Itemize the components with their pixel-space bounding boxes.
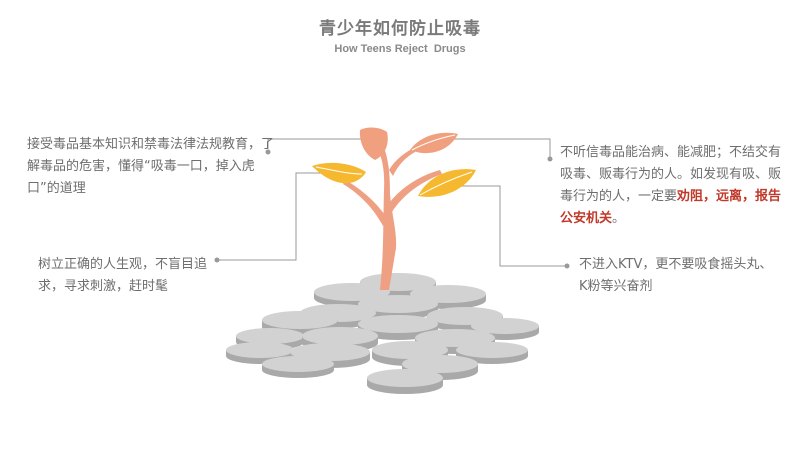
plant-branch-left — [343, 180, 388, 226]
coin-stack-back — [300, 273, 503, 331]
tip-top-left: 接受毒品基本知识和禁毒法律法规教育，了解毒品的危害，懂得“吸毒一口，掉入虎口”的… — [27, 137, 275, 196]
tip-top-right: 不听信毒品能治病、能减肥；不结交有吸毒、贩毒行为的人。如发现有吸、贩毒行为的人，… — [560, 142, 785, 230]
plant-branch-right — [388, 170, 442, 212]
plant — [312, 127, 476, 290]
page-title: 青少年如何防止吸毒 — [319, 19, 481, 39]
leaf-top-right — [410, 132, 458, 154]
tip-bottom-right: 不进入KTV，更不要吸食摇头丸、K粉等兴奋剂 — [579, 257, 773, 294]
plant-stem — [377, 145, 397, 290]
coin — [358, 295, 438, 319]
tip-top-right-highlight: 劝阻，远离，报告公安机关 — [560, 189, 782, 226]
connector-lines — [217, 138, 567, 267]
tip-bottom-left: 树立正确的人生观，不盲目追求，寻求刺激，赶时髦 — [38, 257, 208, 294]
tip-top-right-end: 。 — [612, 211, 626, 226]
connector-bottom-left — [217, 172, 338, 261]
leaf-mid-left-vein — [315, 166, 363, 175]
leaf-top-left — [359, 127, 388, 160]
coin — [367, 369, 443, 394]
plant-branch-upper — [389, 148, 415, 176]
coin — [262, 356, 334, 378]
leaf-mid-right-vein — [419, 171, 473, 196]
connector-top-right — [444, 138, 551, 157]
coin-stack-front — [226, 311, 539, 394]
leaf-top-right-vein — [411, 134, 456, 151]
connector-bottom-right — [452, 185, 567, 267]
tip-top-right-text: 不听信毒品能治病、能减肥；不结交有吸毒、贩毒行为的人。如发现有吸、贩毒行为的人，… — [560, 145, 782, 204]
connector-top-left — [267, 138, 376, 149]
coin — [456, 342, 528, 364]
leaf-mid-left — [312, 162, 366, 184]
page-subtitle: How Teens Reject Drugs — [334, 43, 466, 55]
